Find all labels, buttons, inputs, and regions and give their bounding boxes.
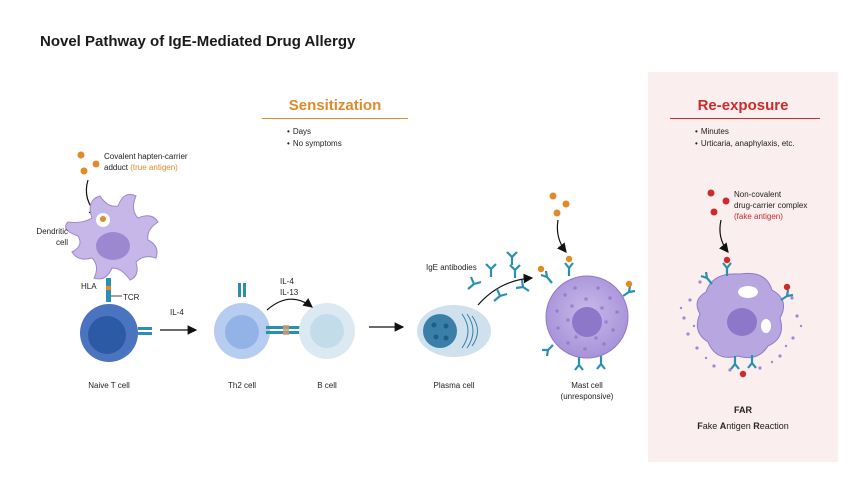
plasma-cell-label: Plasma cell — [433, 381, 475, 390]
b-cell-label: B cell — [317, 381, 337, 390]
adduct-label-line1: Covalent hapten-carrier — [104, 152, 188, 161]
reexposure-bullets: Minutes Urticaria, anaphylaxis, etc. — [695, 126, 795, 150]
hapten-bound — [537, 265, 545, 273]
reexposure-bullet: Minutes — [695, 126, 795, 138]
fake-antigen-bound — [783, 283, 791, 291]
fake-antigen-label: (fake antigen) — [734, 212, 783, 221]
far-letter: A — [719, 421, 727, 431]
hapten-bound — [565, 255, 573, 263]
mast-cell-bound-ige — [540, 262, 636, 371]
mast-cell-label-line1: Mast cell — [571, 381, 603, 390]
far-letter: F — [697, 421, 703, 431]
reexposure-rule — [670, 118, 820, 119]
fake-antigen-bound — [739, 370, 747, 378]
mast-cell-label-line2: (unresponsive) — [560, 392, 614, 401]
th2-cell-label: Th2 cell — [227, 381, 256, 390]
il13-label: IL-13 — [280, 288, 299, 297]
diagram-title: Novel Pathway of IgE-Mediated Drug Aller… — [40, 33, 356, 50]
far-word: ake — [702, 421, 720, 431]
sensitization-bullet: Days — [287, 126, 342, 138]
naive-t-cell-label: Naive T cell — [88, 381, 130, 390]
mast-cell-label: Mast cell (unresponsive) — [547, 380, 627, 402]
cytokine-labels: IL-4 IL-13 — [280, 276, 298, 298]
adduct-label-prefix: adduct — [104, 163, 131, 172]
far-expansion: Fake Antigen Reaction — [648, 421, 838, 431]
fake-antigen-dots — [707, 189, 730, 216]
il4-label-2: IL-4 — [280, 277, 294, 286]
orange-hapten-dots — [549, 192, 570, 217]
sensitization-bullet: No symptoms — [287, 138, 342, 150]
il4-label: IL-4 — [170, 308, 184, 317]
dendritic-label-line2: cell — [55, 238, 68, 247]
sensitization-heading: Sensitization — [288, 97, 382, 114]
far-letter: R — [753, 421, 760, 431]
hla-label: HLA — [81, 282, 97, 291]
reexposure-heading: Re-exposure — [697, 97, 789, 114]
crosslinked-ige — [700, 262, 794, 370]
adduct-label-line2: adduct (true antigen) — [104, 162, 188, 173]
tcr-label: TCR — [123, 293, 140, 302]
cytokine-arrow — [266, 298, 313, 311]
fake-antigen-bound — [723, 256, 731, 264]
degranulating-mast-cell — [679, 272, 803, 372]
hla-tcr-complex — [106, 278, 111, 302]
dendritic-cell — [65, 193, 159, 281]
antibody-secretion-arrow — [477, 273, 534, 306]
hapten-bound — [625, 280, 633, 288]
adduct-label: Covalent hapten-carrier adduct (true ant… — [104, 151, 188, 173]
noncovalent-label-line2: drug-carrier complex — [734, 201, 808, 210]
free-ige-antibodies — [467, 251, 530, 302]
dendritic-cell-label: Dendritic cell — [30, 226, 68, 248]
th2-b-cell-synapse — [266, 325, 300, 335]
hapten-arrow — [556, 219, 567, 253]
far-word: ntigen — [726, 421, 754, 431]
true-antigen-label: (true antigen) — [130, 163, 178, 172]
noncovalent-complex-label: Non-covalent drug-carrier complex (fake … — [734, 189, 807, 222]
noncovalent-label-line1: Non-covalent — [734, 190, 782, 199]
ige-antibodies-label: IgE antibodies — [426, 263, 477, 272]
mast-cell — [545, 275, 629, 359]
th2-cell — [214, 283, 270, 359]
hapten-carrier-dots — [77, 151, 100, 175]
sensitization-bullets: Days No symptoms — [287, 126, 342, 150]
b-cell — [299, 303, 355, 359]
sensitization-rule — [262, 118, 408, 119]
fake-antigen-arrow — [719, 219, 729, 253]
far-word: eaction — [759, 421, 789, 431]
far-title: FAR — [734, 405, 752, 415]
dendritic-label-line1: Dendritic — [36, 227, 68, 236]
naive-t-cell — [80, 304, 152, 362]
reexposure-bullet: Urticaria, anaphylaxis, etc. — [695, 138, 795, 150]
plasma-cell — [417, 305, 491, 357]
